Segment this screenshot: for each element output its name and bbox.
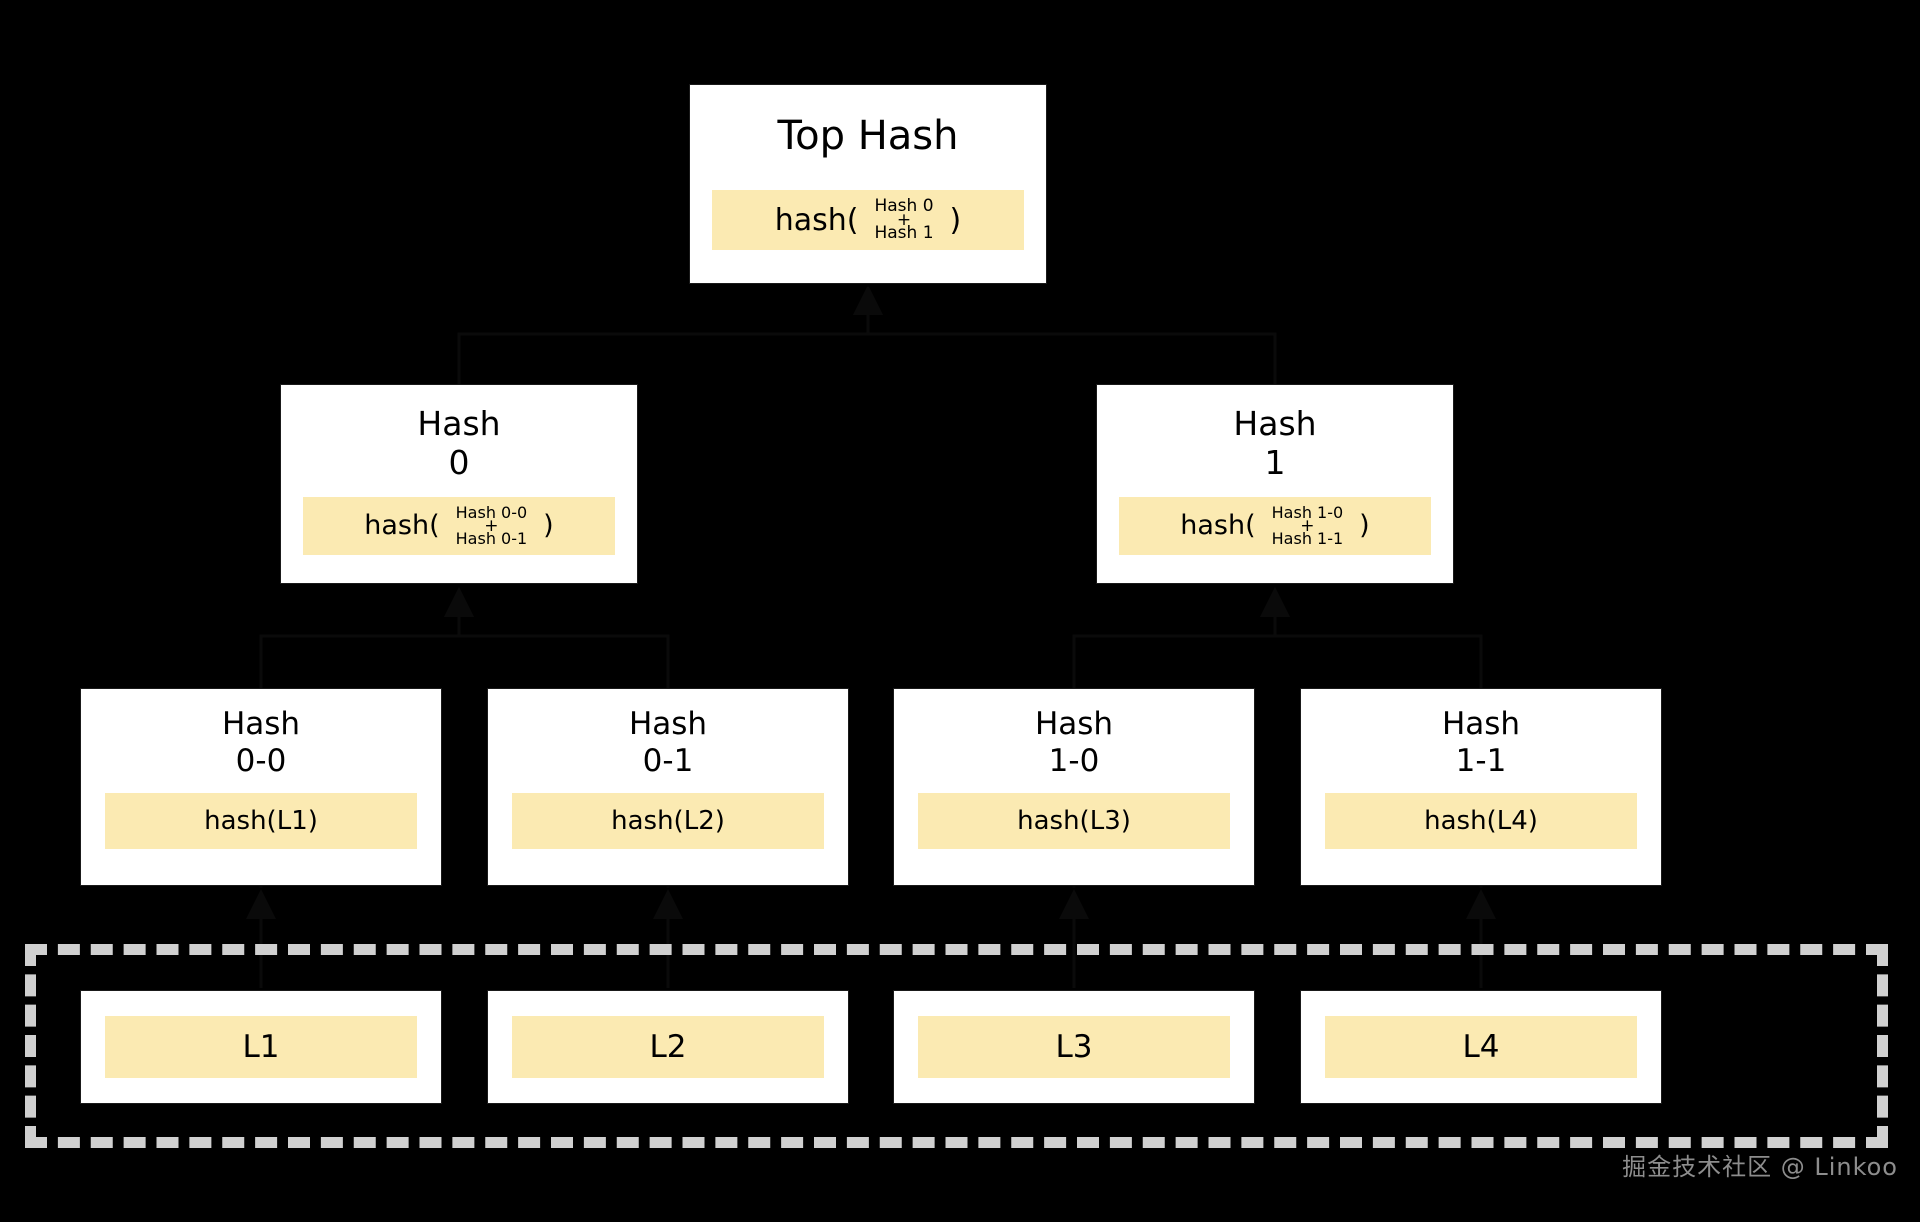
hash-0-0-title: Hash 0-0 — [221, 706, 301, 779]
data-block-l2[interactable]: L2 — [487, 990, 849, 1104]
data-block-l1-label: L1 — [105, 1016, 417, 1078]
hash-0-0-expression: hash(L1) — [105, 793, 417, 850]
node-hash-0-1[interactable]: Hash 0-1 hash(L2) — [487, 688, 849, 886]
hash-0-1-expression: hash(L2) — [512, 793, 824, 850]
watermark: 掘金技术社区 @ Linkoo — [1622, 1153, 1898, 1181]
hash-0-fn: hash( — [364, 510, 440, 542]
data-block-l1[interactable]: L1 — [80, 990, 442, 1104]
hash-1-arg-top: Hash 1-0 — [1271, 502, 1344, 522]
hash-1-arg-plus: + — [1300, 515, 1315, 536]
hash-1-0-title: Hash 1-0 — [1034, 706, 1114, 779]
data-block-l4[interactable]: L4 — [1300, 990, 1662, 1104]
hash-1-args: Hash 1-0 + Hash 1-1 — [1260, 502, 1356, 548]
top-hash-close-paren: ) — [949, 202, 962, 238]
hash-1-close-paren: ) — [1359, 510, 1370, 542]
node-hash-0[interactable]: Hash 0 hash( Hash 0-0 + Hash 0-1 ) — [280, 384, 638, 584]
hash-0-arg-top: Hash 0-0 — [455, 502, 528, 522]
hash-1-0-expression: hash(L3) — [918, 793, 1230, 850]
hash-1-arg-bottom: Hash 1-1 — [1271, 528, 1344, 548]
top-hash-arg-bottom: Hash 1 — [874, 223, 934, 244]
hash-0-arg-plus: + — [484, 515, 499, 536]
data-block-l4-label: L4 — [1325, 1016, 1637, 1078]
hash-1-title: Hash 1 — [1233, 404, 1317, 482]
node-top-hash[interactable]: Top Hash hash( Hash 0 + Hash 1 ) — [689, 84, 1047, 284]
data-block-l3[interactable]: L3 — [893, 990, 1255, 1104]
top-hash-title: Top Hash — [777, 113, 959, 159]
hash-0-title: Hash 0 — [417, 404, 501, 482]
hash-1-fn: hash( — [1180, 510, 1256, 542]
top-hash-fn: hash( — [774, 202, 859, 238]
hash-1-1-title: Hash 1-1 — [1441, 706, 1521, 779]
node-hash-1-1[interactable]: Hash 1-1 hash(L4) — [1300, 688, 1662, 886]
hash-0-args: Hash 0-0 + Hash 0-1 — [444, 502, 540, 548]
data-blocks-container — [25, 944, 1888, 1148]
hash-0-expression: hash( Hash 0-0 + Hash 0-1 ) — [303, 496, 615, 555]
top-hash-arg-top: Hash 0 — [874, 196, 934, 217]
data-block-l3-label: L3 — [918, 1016, 1230, 1078]
top-hash-expression: hash( Hash 0 + Hash 1 ) — [712, 190, 1024, 251]
node-hash-1[interactable]: Hash 1 hash( Hash 1-0 + Hash 1-1 ) — [1096, 384, 1454, 584]
node-hash-0-0[interactable]: Hash 0-0 hash(L1) — [80, 688, 442, 886]
hash-0-arg-bottom: Hash 0-1 — [455, 528, 528, 548]
hash-0-close-paren: ) — [543, 510, 554, 542]
data-block-l2-label: L2 — [512, 1016, 824, 1078]
node-hash-1-0[interactable]: Hash 1-0 hash(L3) — [893, 688, 1255, 886]
hash-1-expression: hash( Hash 1-0 + Hash 1-1 ) — [1119, 496, 1431, 555]
top-hash-arg-plus: + — [896, 210, 912, 231]
hash-1-1-expression: hash(L4) — [1325, 793, 1637, 850]
top-hash-args: Hash 0 + Hash 1 — [862, 198, 945, 242]
hash-0-1-title: Hash 0-1 — [628, 706, 708, 779]
